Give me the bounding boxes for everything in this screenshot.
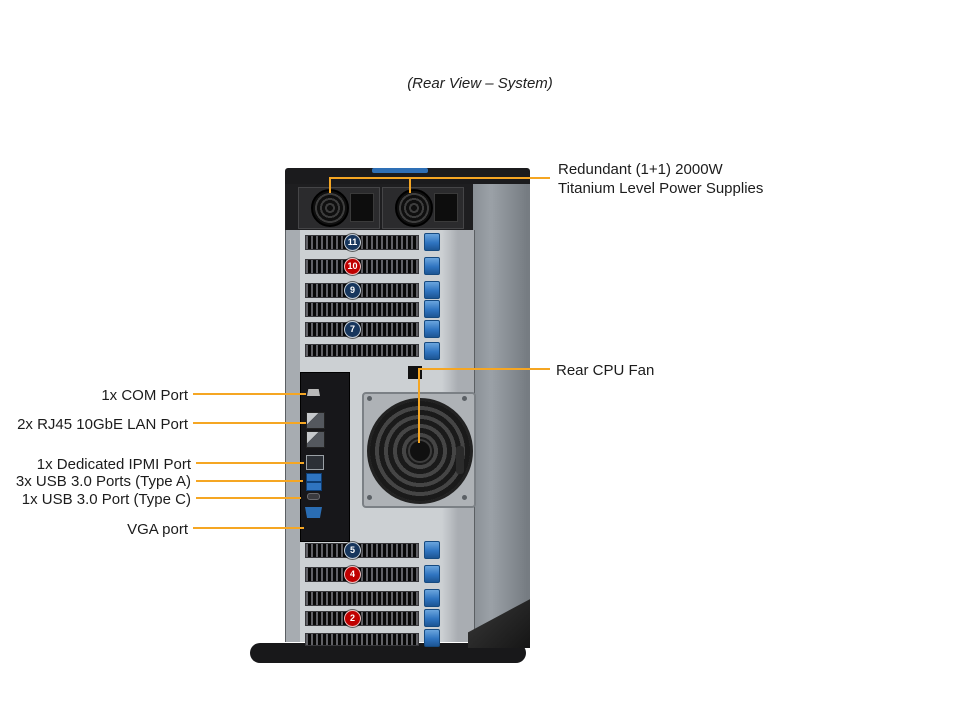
slot-number-badge: 5 <box>344 542 361 559</box>
chassis-side-panel <box>470 170 530 648</box>
expansion-slot <box>305 302 419 317</box>
expansion-slot <box>305 611 419 626</box>
expansion-slot <box>305 591 419 606</box>
expansion-slot <box>305 235 419 250</box>
slot-latch <box>424 565 440 583</box>
lan-port-1 <box>306 412 325 429</box>
vga-label: VGA port <box>127 521 188 538</box>
ipmi-label: 1x Dedicated IPMI Port <box>36 456 191 473</box>
expansion-slot <box>305 567 419 582</box>
expansion-slot <box>305 259 419 274</box>
slot-number-badge: 4 <box>344 566 361 583</box>
fan-connector <box>408 366 422 379</box>
lan-label: 2x RJ45 10GbE LAN Port <box>17 416 188 433</box>
slot-number-badge: 11 <box>344 234 361 251</box>
fan-screw <box>462 495 467 500</box>
psu-fan-1 <box>311 189 349 227</box>
psu-power-inlet-2 <box>434 193 458 222</box>
usb-c-label: 1x USB 3.0 Port (Type C) <box>21 491 191 508</box>
usb-a-label: 3x USB 3.0 Ports (Type A) <box>15 473 191 490</box>
fan-screw <box>367 495 372 500</box>
tower-base <box>250 643 526 663</box>
com-label: 1x COM Port <box>101 387 188 404</box>
slot-latch <box>424 320 440 338</box>
expansion-slot <box>305 344 419 357</box>
psu-label: Redundant (1+1) 2000W Titanium Level Pow… <box>558 160 763 198</box>
psu-label-line2: Titanium Level Power Supplies <box>558 180 764 197</box>
slot-latch <box>424 300 440 318</box>
slot-latch <box>424 589 440 607</box>
fan-screw <box>367 396 372 401</box>
top-accent-stripe <box>372 168 428 173</box>
slot-latch <box>424 629 440 647</box>
slot-number-badge: 7 <box>344 321 361 338</box>
slot-number-badge: 2 <box>344 610 361 627</box>
lan-port-2 <box>306 431 325 448</box>
slot-latch <box>424 541 440 559</box>
psu-label-line1: Redundant (1+1) 2000W <box>558 161 723 178</box>
diagram-title: (Rear View – System) <box>407 75 553 92</box>
expansion-slot <box>305 543 419 558</box>
psu-power-inlet-1 <box>350 193 374 222</box>
ipmi-port <box>306 455 324 470</box>
fan-screw <box>462 396 467 401</box>
com-port <box>307 389 320 396</box>
expansion-slot <box>305 283 419 298</box>
usb-c-port <box>307 493 320 500</box>
usb-a-port <box>306 473 322 482</box>
slot-number-badge: 10 <box>344 258 361 275</box>
vga-port <box>305 507 322 518</box>
slot-latch <box>424 342 440 360</box>
slot-number-badge: 9 <box>344 282 361 299</box>
slot-latch <box>424 257 440 275</box>
expansion-slot <box>305 322 419 337</box>
slot-latch <box>424 233 440 251</box>
slot-latch <box>424 609 440 627</box>
cpu-fan-label: Rear CPU Fan <box>556 362 655 379</box>
expansion-slot <box>305 633 419 646</box>
psu-fan-2 <box>395 189 433 227</box>
panel-handle <box>456 446 464 474</box>
usb-a-port <box>306 482 322 491</box>
slot-latch <box>424 281 440 299</box>
